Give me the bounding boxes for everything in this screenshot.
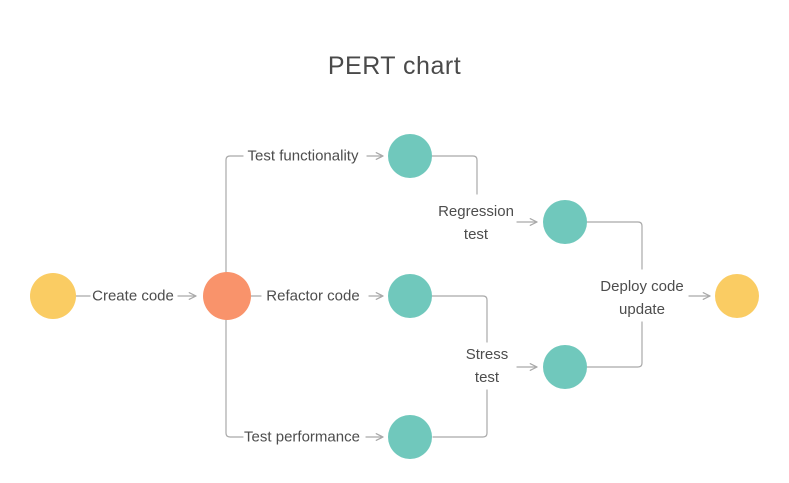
edge-label-stress-test: Stress test (465, 346, 509, 386)
node-test-functionality-result (388, 134, 432, 178)
edge-label-regression-test: Regression test (438, 203, 514, 243)
node-refactor-code-result (388, 274, 432, 318)
edge-label-test-performance: Test performance (244, 428, 360, 446)
node-create-code-result (203, 272, 251, 320)
node-start (30, 273, 76, 319)
node-regression-test-result (543, 200, 587, 244)
node-end (715, 274, 759, 318)
node-test-performance-result (388, 415, 432, 459)
chart-title: PERT chart (327, 52, 462, 80)
node-stress-test-result (543, 345, 587, 389)
edge-label-test-functionality: Test functionality (247, 147, 359, 165)
connector-testfunc-to-regression (431, 155, 478, 195)
edge-label-create-code: Create code (92, 287, 174, 305)
connector-testperf-to-stress (432, 389, 488, 438)
edge-label-deploy-code-update: Deploy code update (600, 278, 684, 318)
connector-stress-to-deploy (586, 321, 643, 368)
node-layer (30, 134, 759, 459)
connector-regression-to-deploy (586, 221, 643, 270)
connector-refactor-to-stress (431, 295, 488, 343)
edge-label-refactor-code: Refactor code (266, 287, 360, 305)
